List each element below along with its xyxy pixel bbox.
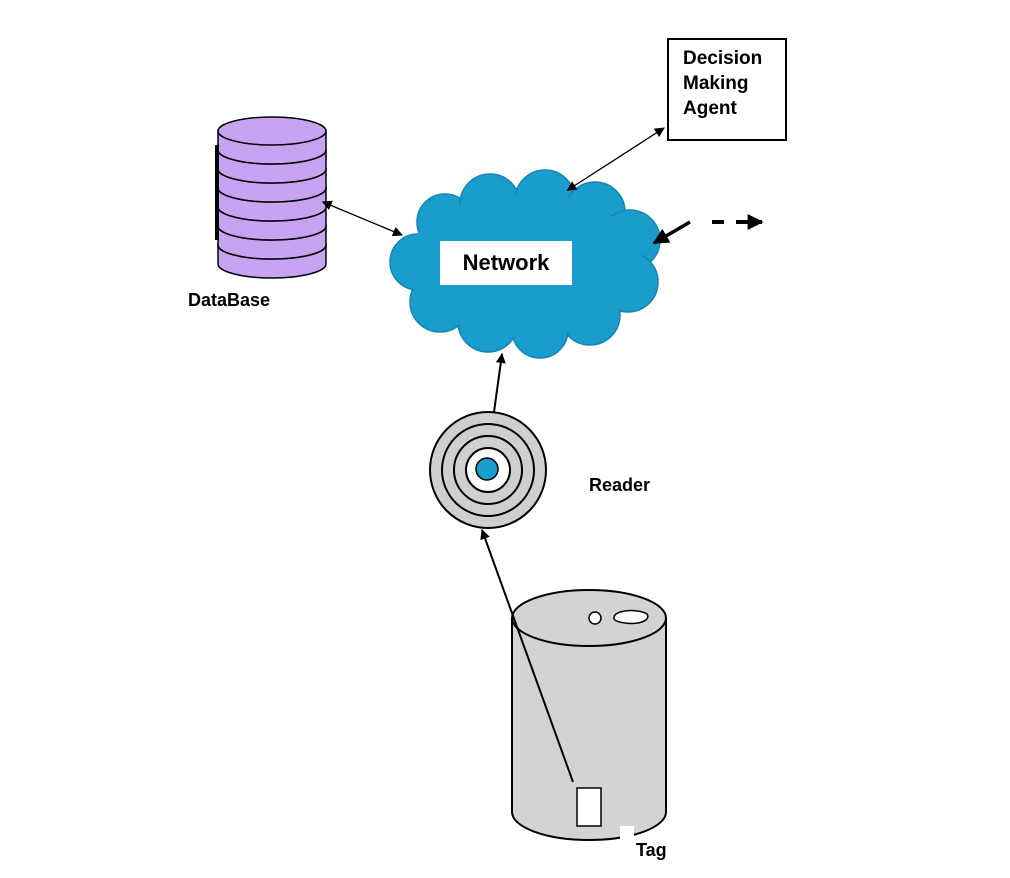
decision-making-agent-label: Decision Making Agent <box>683 48 763 119</box>
reader-label: Reader <box>589 475 651 495</box>
decision-making-agent-box: Decision Making Agent <box>667 38 787 141</box>
database-disk-top <box>217 116 327 146</box>
arrow-reader-network <box>493 353 506 413</box>
reader-icon <box>429 411 547 529</box>
tag-icon <box>511 589 667 841</box>
arrow-network-agent <box>566 127 665 191</box>
dashed-external-arrow <box>652 214 764 245</box>
database-icon <box>215 116 327 279</box>
tag-chip <box>576 787 602 827</box>
arrow-tag-reader <box>480 529 574 783</box>
database-label: DataBase <box>188 290 271 310</box>
arrow-database-network <box>321 200 403 237</box>
database-edge <box>215 145 219 240</box>
tag-label: Tag <box>636 840 667 860</box>
network-label: Network <box>440 241 572 285</box>
